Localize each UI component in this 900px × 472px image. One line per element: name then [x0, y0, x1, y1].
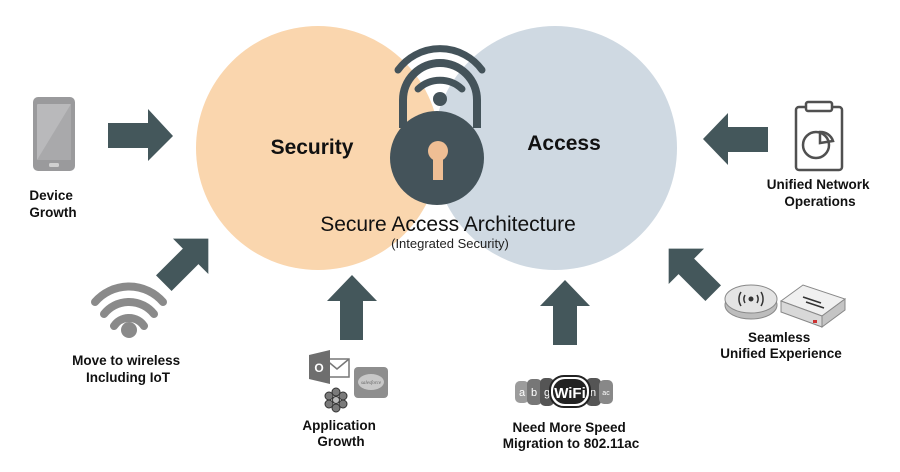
svg-text:WiFi: WiFi: [554, 385, 586, 402]
switch-icon: [779, 284, 847, 328]
svg-text:O: O: [314, 361, 323, 375]
app-logos-icon: O salesforce: [309, 350, 388, 413]
application-growth-label: Application Growth: [302, 418, 379, 449]
arrow-network-ops: [703, 113, 768, 165]
security-circle: [196, 26, 440, 270]
access-point-icon: [724, 284, 778, 320]
outlook-logo-icon: O: [309, 350, 350, 384]
svg-text:n: n: [590, 387, 596, 399]
flower-logo-icon: [324, 387, 348, 413]
access-label: Access: [527, 132, 601, 155]
unified-experience-label: Seamless Unified Experience: [720, 330, 842, 361]
architecture-subtitle: (Integrated Security): [391, 236, 509, 251]
arrow-speed: [540, 280, 590, 345]
svg-text:b: b: [531, 387, 537, 399]
arrow-wireless: [156, 238, 209, 291]
clipboard-chart-icon: [794, 100, 844, 172]
svg-text:ac: ac: [602, 390, 610, 397]
arrow-application: [327, 275, 377, 340]
architecture-title: Secure Access Architecture: [320, 213, 576, 236]
arrow-unified-experience: [668, 248, 721, 301]
wifi-icon: [91, 282, 167, 338]
network-ops-label: Unified Network Operations: [767, 177, 874, 209]
svg-text:salesforce: salesforce: [361, 381, 382, 386]
arrow-device: [108, 109, 173, 161]
wifi-standards-icon: a b g n ac WiFi: [515, 375, 613, 408]
access-circle: [433, 26, 677, 270]
access-point-switch-icon: [724, 284, 847, 328]
lock-wifi-icon: [390, 45, 486, 205]
salesforce-logo-icon: salesforce: [354, 367, 388, 398]
svg-text:a: a: [519, 387, 526, 399]
device-growth-label: Device Growth: [29, 188, 76, 220]
security-label: Security: [271, 136, 354, 159]
svg-text:g: g: [544, 387, 550, 399]
smartphone-icon: [33, 97, 75, 171]
speed-label: Need More Speed Migration to 802.11ac: [503, 420, 640, 451]
wireless-label: Move to wireless Including IoT: [72, 353, 184, 385]
